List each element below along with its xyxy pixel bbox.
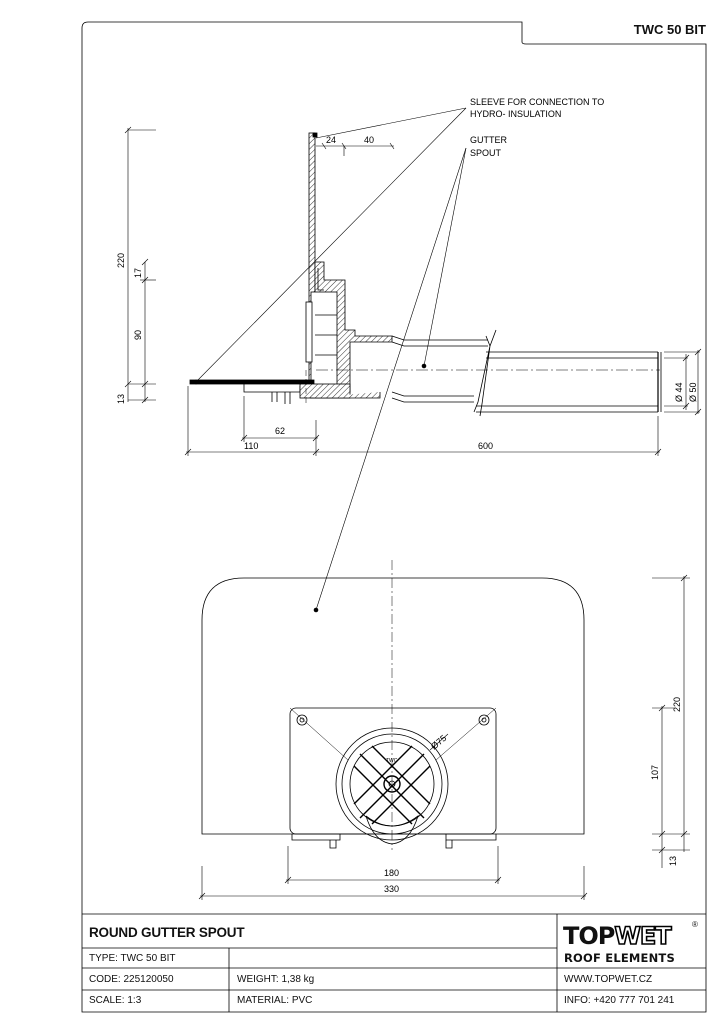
dim-220-side: 220 <box>116 253 126 268</box>
dim-40: 40 <box>364 135 374 145</box>
sheet-code-header: TWC 50 BIT <box>633 22 706 37</box>
material-field: MATERIAL: PVC <box>237 995 313 1006</box>
title-block-grid <box>82 913 706 1012</box>
scale-field: SCALE: 1:3 <box>89 995 142 1006</box>
dim-90: 90 <box>133 330 143 340</box>
dim-13-side: 13 <box>116 394 126 404</box>
callout-texts: SLEEVE FOR CONNECTION TO HYDRO- INSULATI… <box>470 97 604 158</box>
info-phone: INFO: +420 777 701 241 <box>564 995 675 1006</box>
topwet-logo: TOPWET <box>563 921 689 951</box>
registered-mark: ® <box>692 920 698 929</box>
dim-107: 107 <box>650 765 660 780</box>
dim-220-plan: 220 <box>672 697 682 712</box>
dim-180: 180 <box>384 868 399 878</box>
dim-24: 24 <box>326 135 336 145</box>
side-section-view <box>189 132 662 417</box>
gutter-callout-line2: SPOUT <box>470 148 502 158</box>
dim-330: 330 <box>384 884 399 894</box>
callout-leaders <box>193 107 467 613</box>
sleeve-callout-line1: SLEEVE FOR CONNECTION TO <box>470 97 604 107</box>
logo-subtitle: ROOF ELEMENTS <box>564 951 675 965</box>
sleeve-callout-line2: HYDRO- INSULATION <box>470 109 561 119</box>
sheet-frame <box>81 21 707 1013</box>
dim-17: 17 <box>133 268 143 278</box>
logo-top-part: TOP <box>563 922 615 950</box>
side-dimension-lines <box>124 126 702 456</box>
dim-d50: Ø 50 <box>688 382 698 402</box>
side-dimension-texts: 24 40 220 17 90 13 62 110 600 Ø 44 Ø 50 <box>116 135 698 451</box>
drawing-title: ROUND GUTTER SPOUT <box>89 925 245 940</box>
website-link[interactable]: WWW.TOPWET.CZ <box>564 974 653 985</box>
dim-62: 62 <box>275 426 285 436</box>
gutter-callout-line1: GUTTER <box>470 135 507 145</box>
dim-110: 110 <box>244 441 258 451</box>
plan-view <box>201 560 585 850</box>
weight-field: WEIGHT: 1,38 kg <box>237 974 315 985</box>
dim-600: 600 <box>478 441 493 451</box>
code-field: CODE: 225120050 <box>89 974 174 985</box>
dim-d44: Ø 44 <box>674 382 684 402</box>
plan-logo-mark: TWC <box>386 758 398 764</box>
dim-13-plan: 13 <box>668 856 678 866</box>
type-field: TYPE: TWC 50 BIT <box>89 953 176 964</box>
logo-wet-part: WET <box>614 921 673 951</box>
plan-dimension-texts: 220 107 13 180 330 <box>384 697 682 894</box>
plan-dimension-lines <box>198 574 690 900</box>
dim-d75: Ø75 <box>429 733 448 752</box>
